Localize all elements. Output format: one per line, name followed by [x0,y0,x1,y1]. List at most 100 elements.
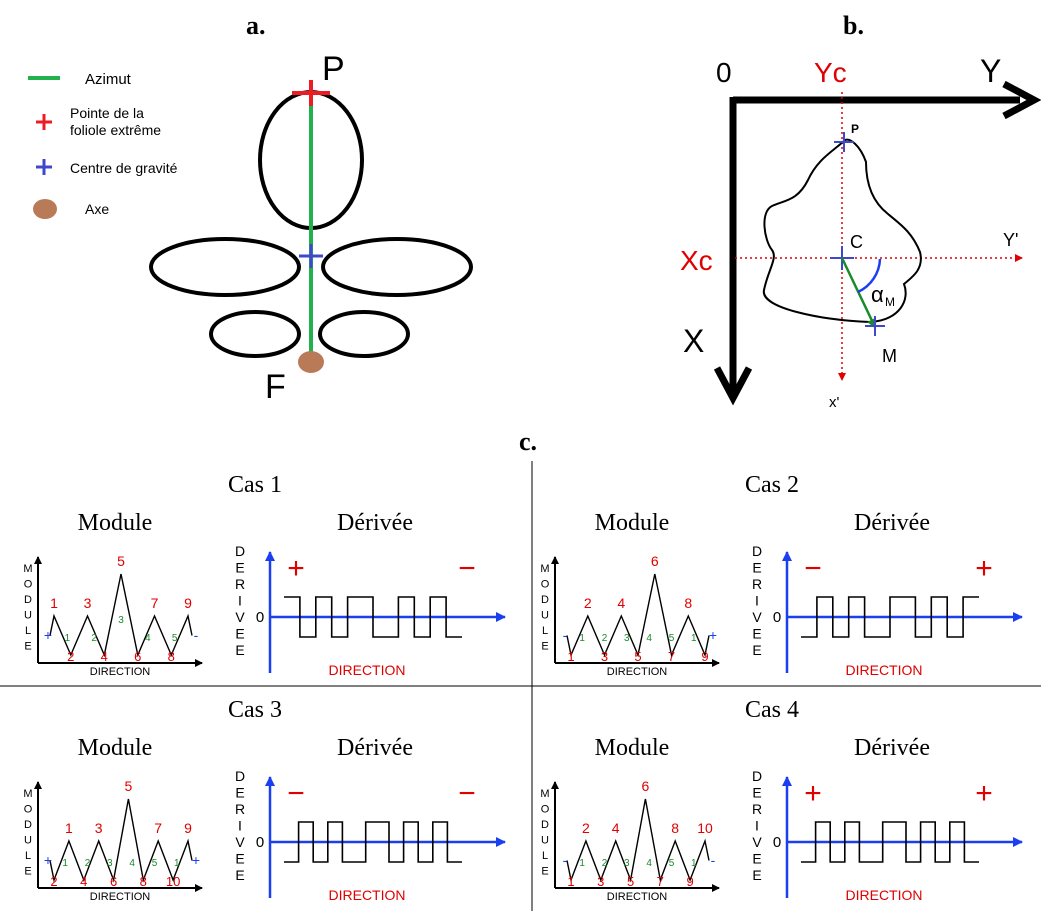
module-axis-letter: E [541,866,548,878]
yc-label: Yc [814,57,847,88]
case-title: Cas 2 [745,472,799,498]
derivee-title: Dérivée [854,735,930,761]
module-axis-letter: L [25,850,31,862]
zone-number: 1 [174,858,180,869]
module-title: Module [595,735,670,761]
valley-number: 9 [701,649,708,664]
derivee-x-label: DIRECTION [846,887,923,903]
zone-number: 4 [646,633,652,644]
valley-number: 10 [166,874,180,889]
peak-number: 10 [697,820,713,836]
axe-marker [298,351,324,373]
panel-b-label: b. [843,11,864,40]
module-title: Module [78,510,153,536]
module-title: Module [595,510,670,536]
peak-number: 7 [154,820,162,836]
left-sign: + [44,852,52,868]
module-axis-letter: M [540,788,549,800]
panel-a: a. Azimut Pointe de la foliole extrême C… [28,11,473,406]
module-axis-letter: U [24,835,32,847]
zone-number: 1 [691,858,697,869]
derivee-axis-letter: E [752,560,761,576]
valley-number: 1 [567,874,574,889]
module-axis-letter: D [24,594,32,606]
module-axis-letter: D [24,819,32,831]
c-label: C [850,232,863,252]
derivee-left-sign: + [287,552,305,585]
left-sign: - [563,627,568,643]
left-leaflet-lower [209,310,301,358]
peak-number: 1 [50,595,58,611]
left-sign: - [563,852,568,868]
point-p-label: P [322,50,345,88]
peak-number: 6 [642,778,650,794]
right-leaflet-upper [321,237,473,297]
module-curve [49,798,193,883]
module-axis-letter: D [541,819,549,831]
derivee-right-sign: − [458,552,476,585]
derivee-axis-letter: R [752,801,762,817]
panel-b: b. 0 Yc Y Xc X P C Y' x' [680,11,1041,411]
zone-number: 3 [118,615,124,626]
derivee-axis-letter: E [752,785,761,801]
derivee-axis-letter: D [235,768,245,784]
valley-number: 4 [101,649,108,664]
legend-centre: Centre de gravité [70,160,178,176]
right-sign: + [192,852,200,868]
pointe-legend-icon [36,114,52,130]
m-label: M [882,346,897,366]
zero-label: 0 [256,834,264,851]
derivee-axis-letter: E [235,642,244,658]
m-marker [865,316,885,336]
peak-number: 6 [651,553,659,569]
module-x-label: DIRECTION [90,666,151,678]
derivee-axis-letter: D [752,543,762,559]
valley-number: 6 [134,649,141,664]
derivee-square-wave [284,821,462,863]
derivee-right-sign: − [458,777,476,810]
derivee-axis-letter: E [752,626,761,642]
panel-a-label: a. [246,11,266,40]
valley-number: 6 [110,874,117,889]
alpha-subscript: M [885,295,895,309]
peak-number: 2 [584,595,592,611]
valley-number: 2 [50,874,57,889]
case-title: Cas 1 [228,472,282,498]
zero-label: 0 [256,609,264,626]
derivee-left-sign: − [287,777,305,810]
derivee-axis-letter: V [235,609,245,625]
zone-number: 2 [602,858,608,869]
valley-number: 3 [597,874,604,889]
module-axis-letter: E [541,641,548,653]
peak-number: 4 [617,595,625,611]
derivee-axis-letter: R [235,801,245,817]
derivee-axis-letter: V [752,834,762,850]
peak-number: 7 [151,595,159,611]
legend-pointe-1: Pointe de la [70,105,144,121]
zone-number: 5 [172,633,178,644]
module-curve [566,573,710,658]
origin-label: 0 [716,57,732,88]
module-axis-letter: E [24,641,31,653]
y-prime-label: Y' [1003,230,1018,250]
derivee-axis-letter: E [235,785,244,801]
derivee-axis-letter: E [235,560,244,576]
module-curve [49,573,193,658]
derivee-axis-letter: E [235,851,244,867]
derivee-axis-letter: V [235,834,245,850]
module-axis-letter: O [541,579,550,591]
derivee-axis-letter: E [235,867,244,883]
derivee-axis-letter: E [235,626,244,642]
peak-number: 9 [184,595,192,611]
valley-number: 9 [686,874,693,889]
peak-number: 3 [84,595,92,611]
derivee-axis-letter: D [235,543,245,559]
derivee-axis-letter: I [238,593,242,609]
legend-pointe-2: foliole extrême [70,122,161,138]
